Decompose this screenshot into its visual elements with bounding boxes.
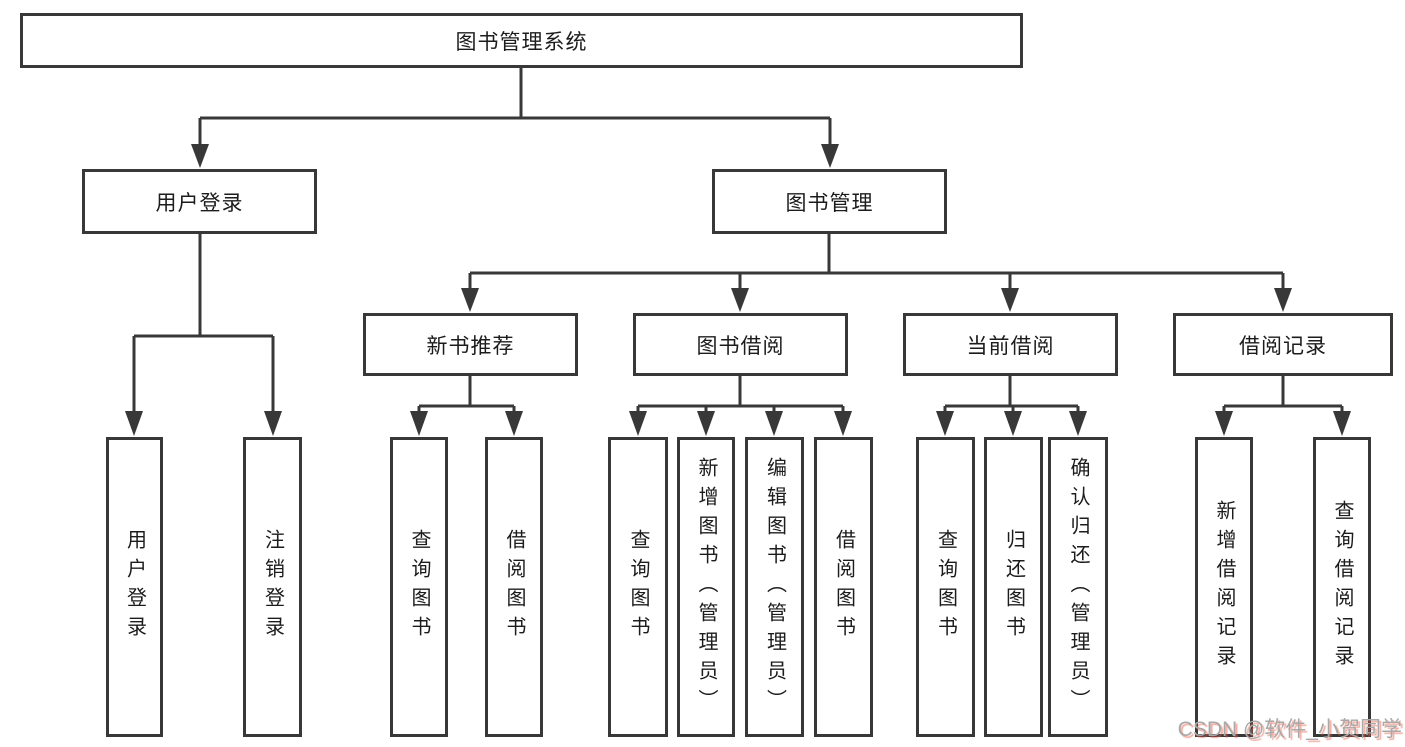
- leaf-query-borrow-record: 查询借阅记录: [1313, 437, 1371, 737]
- node-current-borrow: 当前借阅: [903, 313, 1118, 376]
- arrowhead-icon: [125, 411, 143, 436]
- connector-new-book: [417, 376, 516, 413]
- node-label: 借阅记录: [1239, 334, 1327, 358]
- node-label: 图书管理系统: [455, 30, 588, 54]
- connector-book-borrow: [636, 376, 845, 413]
- arrowhead-icon: [765, 411, 783, 436]
- leaf-label: 归还图书: [1002, 529, 1025, 645]
- arrowhead-icon: [1004, 411, 1022, 436]
- arrowhead-icon: [191, 144, 209, 168]
- node-label: 当前借阅: [966, 334, 1055, 358]
- arrowhead-icon: [264, 411, 282, 436]
- leaf-logout: 注销登录: [243, 437, 302, 737]
- node-user-login: 用户登录: [82, 169, 317, 234]
- arrowhead-icon: [731, 288, 749, 312]
- arrowhead-icon: [1069, 411, 1087, 436]
- leaf-label: 用户登录: [123, 529, 146, 645]
- arrowhead-icon: [1215, 411, 1233, 436]
- node-label: 新书推荐: [426, 334, 515, 358]
- node-book-management: 图书管理: [712, 169, 947, 234]
- connector-current-borrow: [943, 376, 1080, 413]
- connector-book-management: [468, 234, 1285, 290]
- csdn-watermark: CSDN @软件_小贺同学: [1177, 718, 1402, 741]
- leaf-add-borrow-record: 新增借阅记录: [1195, 437, 1253, 737]
- leaf-confirm-return-admin: 确认归还（管理员）: [1048, 437, 1108, 737]
- leaf-label: 查询图书: [408, 529, 430, 645]
- arrowhead-icon: [410, 411, 428, 436]
- leaf-label: 借阅图书: [503, 529, 525, 645]
- leaf-label: 编辑图书（管理员）: [763, 456, 786, 718]
- arrowhead-icon: [1333, 411, 1351, 436]
- leaf-edit-book-admin: 编辑图书（管理员）: [745, 437, 804, 737]
- node-borrow-record: 借阅记录: [1173, 313, 1393, 376]
- leaf-label: 借阅图书: [832, 529, 855, 645]
- connector-borrow-record: [1222, 376, 1344, 413]
- connector-user-login: [132, 234, 275, 413]
- node-new-book-recommend: 新书推荐: [363, 313, 578, 376]
- leaf-return-book: 归还图书: [984, 437, 1043, 737]
- arrowhead-icon: [461, 288, 479, 312]
- arrowhead-icon: [821, 144, 839, 168]
- leaf-label: 新增图书（管理员）: [695, 456, 717, 718]
- arrowhead-icon: [1001, 288, 1019, 312]
- leaf-label: 查询图书: [934, 529, 957, 645]
- connector-root: [198, 68, 832, 146]
- leaf-label: 新增借阅记录: [1213, 500, 1235, 674]
- node-label: 图书借阅: [696, 334, 785, 358]
- arrowhead-icon: [936, 411, 954, 436]
- arrowhead-icon: [697, 411, 715, 436]
- leaf-query-book: 查询图书: [390, 437, 448, 737]
- leaf-label: 查询图书: [627, 529, 649, 645]
- leaf-user-login: 用户登录: [106, 437, 163, 737]
- arrowhead-icon: [505, 411, 523, 436]
- leaf-query-book: 查询图书: [916, 437, 975, 737]
- leaf-add-book-admin: 新增图书（管理员）: [677, 437, 735, 737]
- arrowhead-icon: [1274, 288, 1292, 312]
- leaf-borrow-book: 借阅图书: [485, 437, 543, 737]
- node-label: 图书管理: [785, 191, 874, 215]
- arrowhead-icon: [629, 411, 647, 436]
- leaf-query-book: 查询图书: [608, 437, 668, 737]
- node-book-borrow: 图书借阅: [633, 313, 848, 376]
- leaf-label: 查询借阅记录: [1331, 500, 1353, 674]
- leaf-label: 确认归还（管理员）: [1067, 456, 1089, 718]
- node-label: 用户登录: [155, 191, 244, 215]
- leaf-borrow-book: 借阅图书: [814, 437, 873, 737]
- node-root-system: 图书管理系统: [20, 13, 1023, 68]
- arrowhead-icon: [834, 411, 852, 436]
- leaf-label: 注销登录: [261, 529, 284, 645]
